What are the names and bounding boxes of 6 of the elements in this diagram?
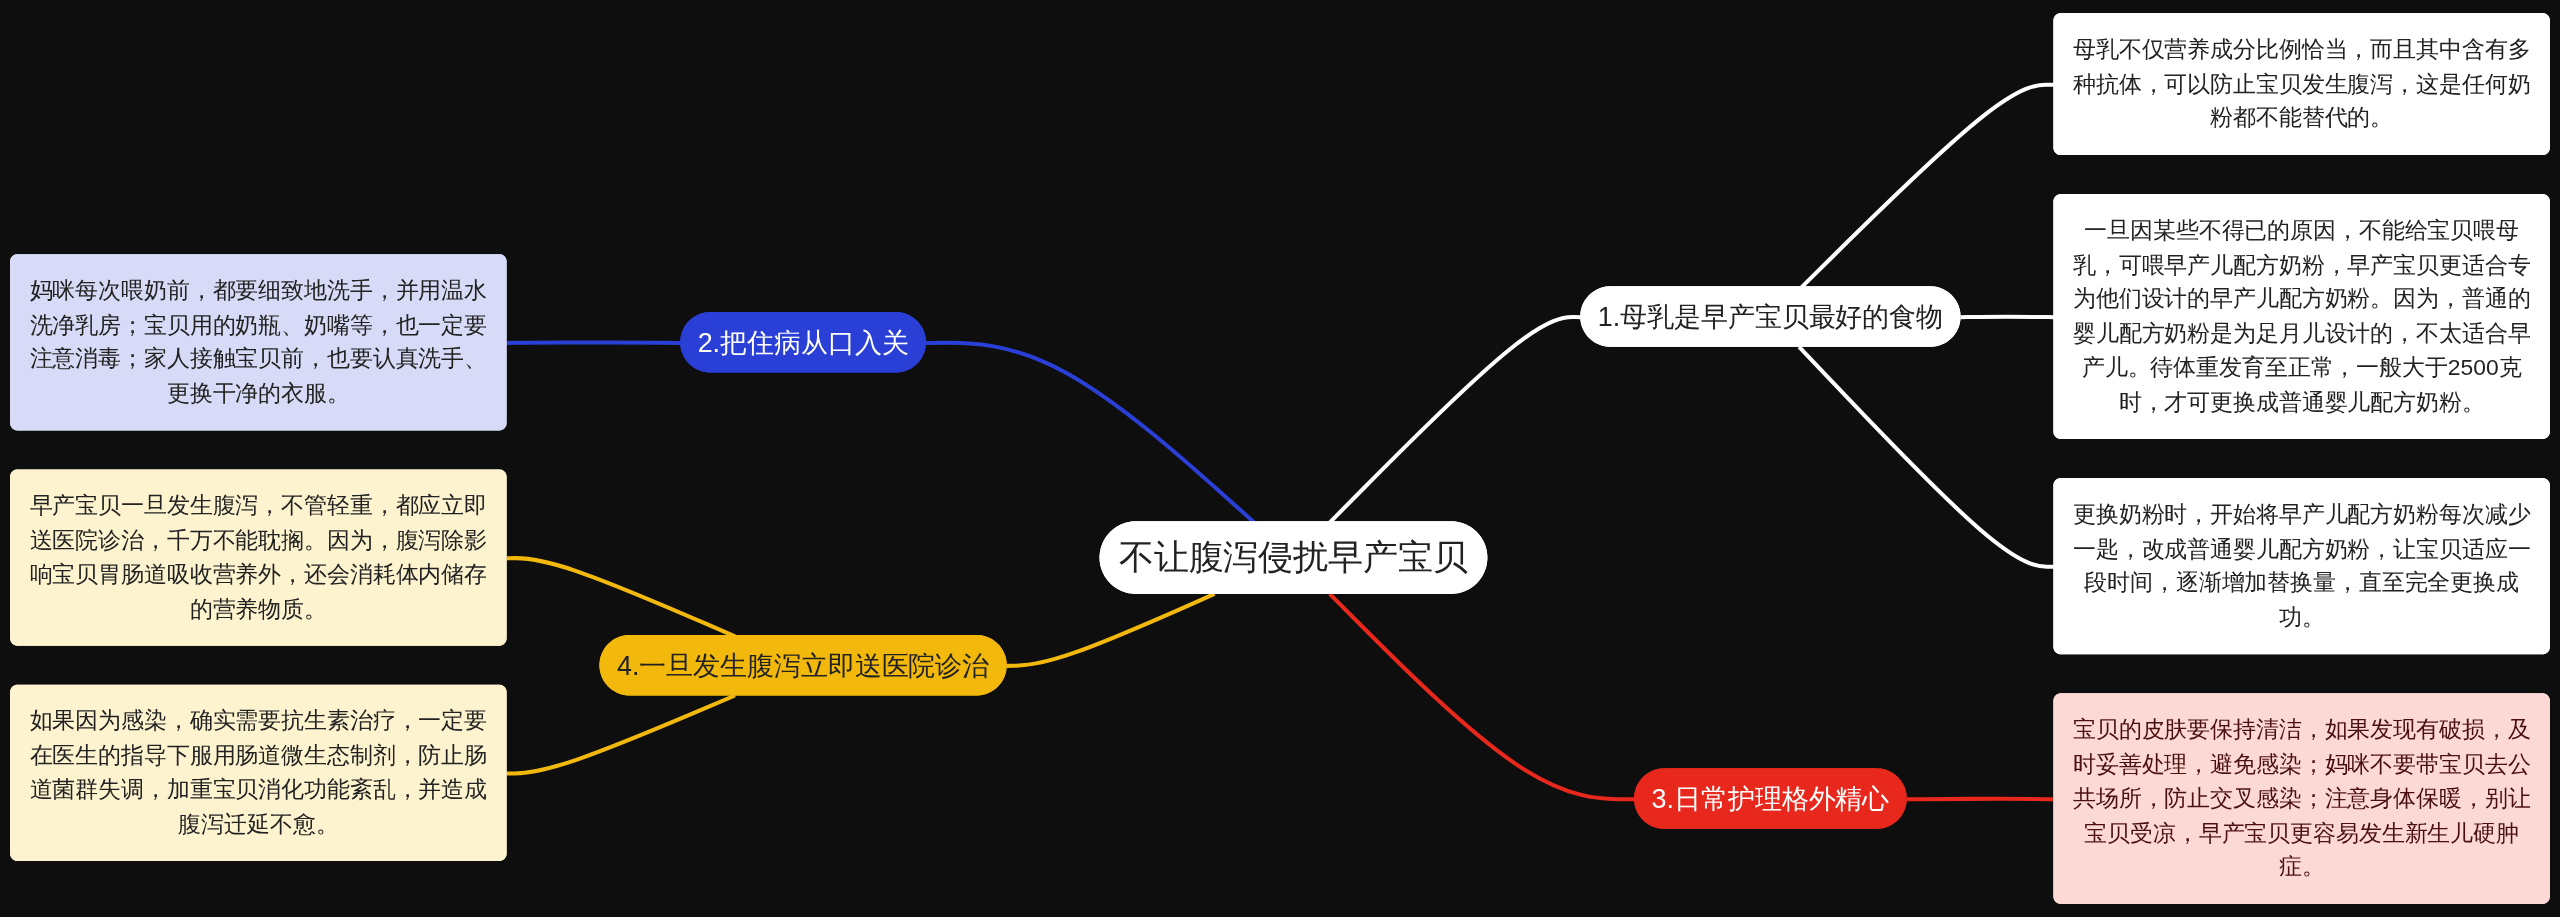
connector	[1960, 314, 2055, 320]
connector	[1797, 345, 2055, 569]
connector	[1006, 592, 1216, 668]
connector	[1328, 592, 1636, 802]
connector	[1906, 796, 2055, 802]
connector	[506, 693, 736, 776]
